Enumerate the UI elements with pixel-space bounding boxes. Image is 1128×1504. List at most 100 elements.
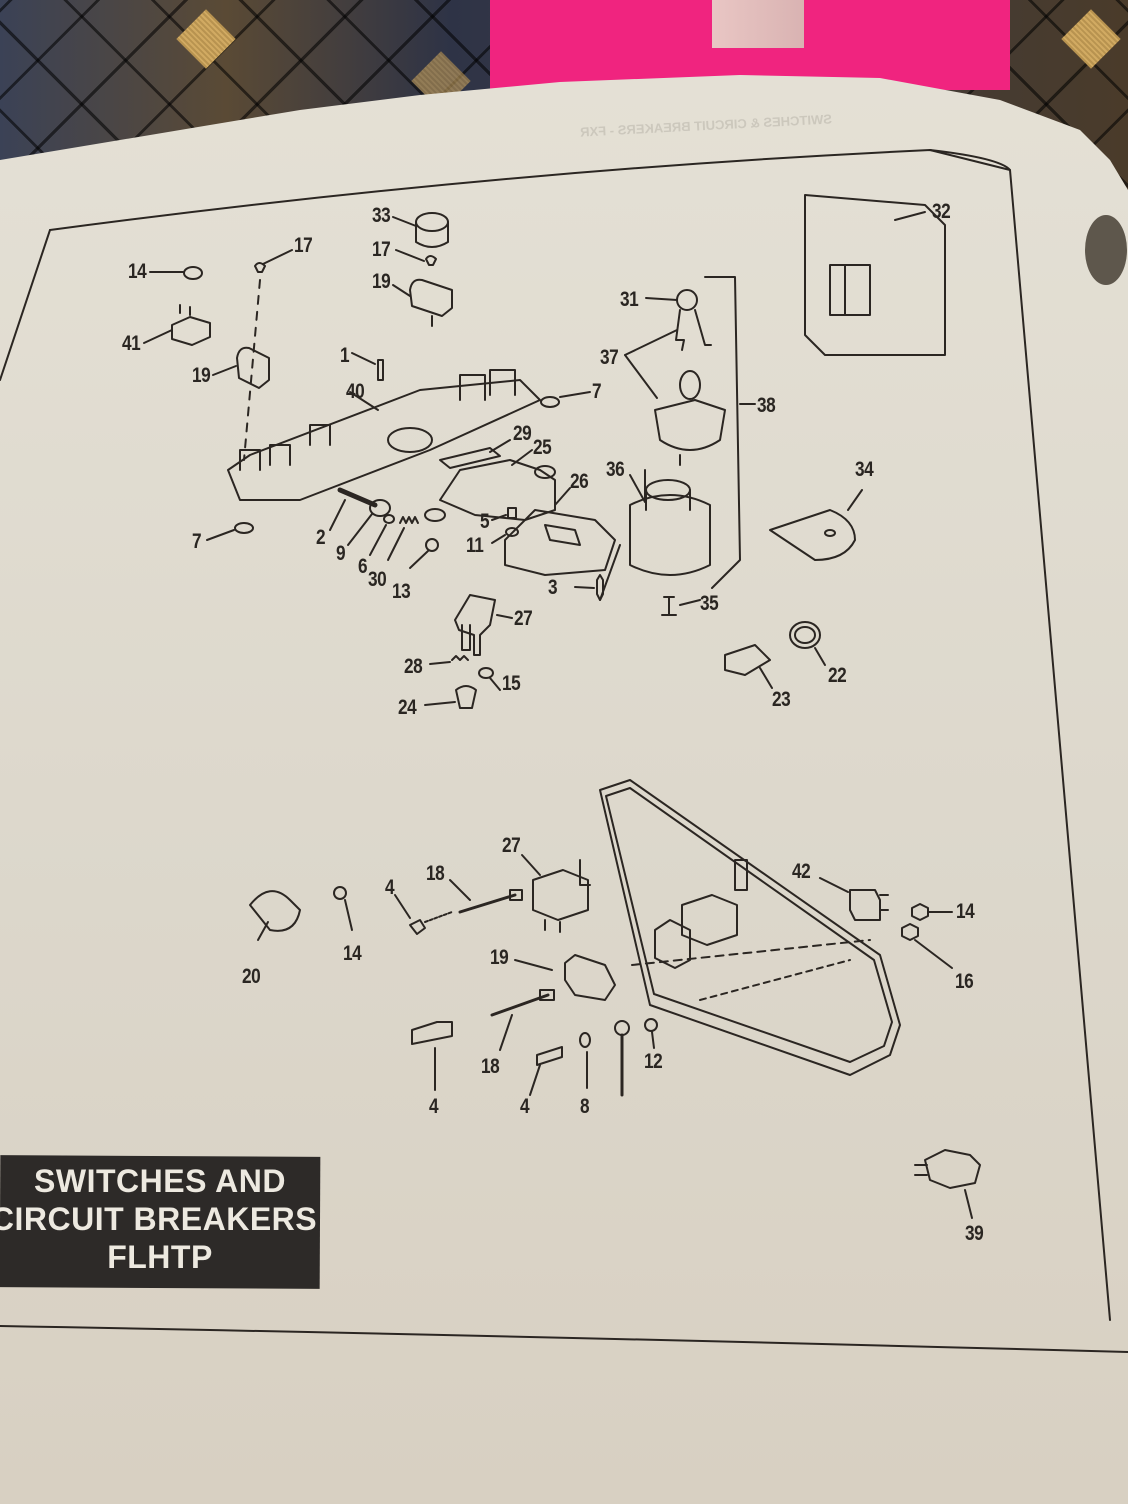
bolt-4b	[411, 1021, 453, 1045]
callout-29: 29	[513, 422, 532, 445]
callout-17: 17	[372, 238, 391, 261]
nut-16	[901, 923, 919, 941]
callout-20: 20	[242, 965, 261, 988]
callout-14: 14	[128, 260, 147, 283]
callout-32: 32	[932, 200, 951, 223]
callout-13: 13	[392, 580, 411, 603]
callout-15: 15	[502, 672, 521, 695]
callout-30: 30	[368, 568, 387, 591]
callout-14: 14	[956, 900, 975, 923]
callout-5: 5	[480, 510, 490, 533]
keys-37	[675, 309, 712, 351]
callout-28: 28	[404, 655, 423, 678]
callout-23: 23	[772, 688, 791, 711]
callout-14: 14	[343, 942, 362, 965]
spring-30	[399, 516, 419, 524]
callout-34: 34	[855, 458, 874, 481]
bracket-25	[439, 459, 556, 521]
callout-11: 11	[466, 534, 484, 557]
panel-relay	[681, 894, 738, 946]
mounting-plate-40	[227, 379, 541, 501]
washer-8	[579, 1032, 591, 1048]
screw-35	[661, 596, 677, 616]
callout-12: 12	[644, 1050, 663, 1073]
callout-19: 19	[372, 270, 391, 293]
washer-7b	[234, 522, 254, 534]
callout-9: 9	[336, 542, 346, 565]
callout-25: 25	[533, 436, 552, 459]
callout-31: 31	[620, 288, 639, 311]
cap-17	[254, 262, 266, 273]
callout-2: 2	[316, 526, 326, 549]
spring-28	[451, 655, 469, 661]
callout-27: 27	[502, 834, 521, 857]
section-title-line-2: CIRCUIT BREAKERS	[0, 1201, 318, 1237]
washer-22	[789, 621, 821, 649]
frame-left-edge	[0, 229, 51, 381]
section-title-line-1: SWITCHES AND	[34, 1163, 286, 1199]
label-29	[439, 447, 501, 469]
washer-6	[383, 514, 395, 524]
bracket-27	[454, 594, 496, 656]
ignition-switch-body-36	[629, 494, 711, 576]
nut-13	[425, 538, 439, 552]
callout-16: 16	[955, 970, 974, 993]
frame-bottom-edge	[0, 1325, 1128, 1353]
bracket-19b	[409, 278, 453, 317]
pin-1	[377, 359, 384, 381]
bolt-2	[337, 487, 378, 508]
bookmark-photo	[712, 0, 804, 48]
key-ring-31	[676, 289, 698, 311]
callout-19: 19	[490, 946, 509, 969]
washer-7a	[540, 396, 560, 408]
connector-33	[415, 212, 449, 232]
callout-18: 18	[426, 862, 445, 885]
callout-18: 18	[481, 1055, 500, 1078]
ground-terminal	[614, 1020, 630, 1036]
callout-36: 36	[606, 458, 625, 481]
lockwasher-12	[644, 1018, 658, 1032]
plate-34	[769, 509, 856, 561]
bolt-4c	[536, 1046, 563, 1066]
circuit-breaker-41	[171, 316, 211, 346]
callout-35: 35	[700, 592, 719, 615]
section-title: SWITCHES AND CIRCUIT BREAKERS FLHTP	[0, 1162, 320, 1276]
callout-41: 41	[122, 332, 141, 355]
callout-6: 6	[358, 555, 368, 578]
callout-4: 4	[385, 876, 395, 899]
assembly-bracket-38	[704, 276, 741, 589]
section-title-line-3: FLHTP	[107, 1239, 213, 1275]
mounting-panel	[599, 779, 901, 1076]
switch-39	[924, 1149, 981, 1189]
callout-40: 40	[346, 380, 365, 403]
callout-26: 26	[570, 470, 589, 493]
cap-24	[455, 685, 477, 709]
callout-27: 27	[514, 607, 533, 630]
callout-4: 4	[520, 1095, 530, 1118]
washer-14b	[333, 886, 347, 900]
nut-14c	[911, 903, 929, 921]
callout-3: 3	[548, 576, 558, 599]
bracket-19	[236, 346, 270, 389]
relay-27	[532, 869, 589, 921]
nut-14	[183, 266, 203, 280]
bracket-19c	[564, 954, 616, 1001]
pin-18b	[490, 993, 550, 1017]
washer-11	[505, 527, 519, 537]
callout-8: 8	[580, 1095, 590, 1118]
callout-38: 38	[757, 394, 776, 417]
frame-top-right-edge	[49, 149, 1111, 1321]
module-32	[804, 194, 946, 356]
switch-23	[724, 644, 771, 676]
lock-cylinder-37	[654, 399, 726, 451]
callout-7: 7	[192, 530, 202, 553]
callout-24: 24	[398, 696, 417, 719]
callout-22: 22	[828, 664, 847, 687]
washer-9	[369, 499, 391, 517]
switch-20	[249, 890, 301, 932]
callout-19: 19	[192, 364, 211, 387]
callout-1: 1	[340, 344, 350, 367]
callout-4: 4	[429, 1095, 439, 1118]
bolt-4a	[409, 919, 426, 935]
